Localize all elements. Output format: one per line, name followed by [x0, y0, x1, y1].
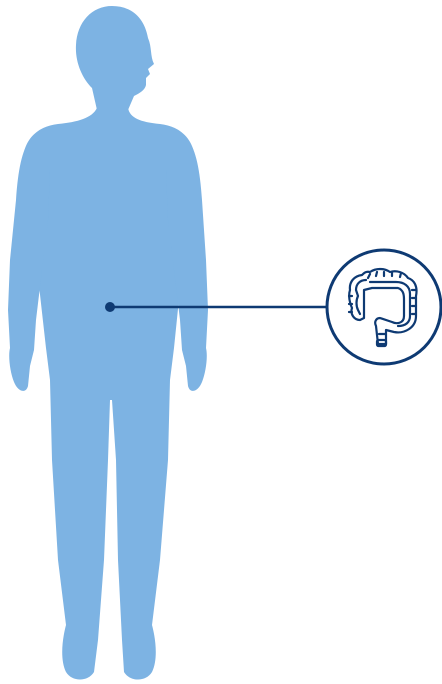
head: [76, 6, 154, 110]
organ-callout: [327, 250, 441, 364]
human-body-silhouette: [8, 6, 208, 680]
